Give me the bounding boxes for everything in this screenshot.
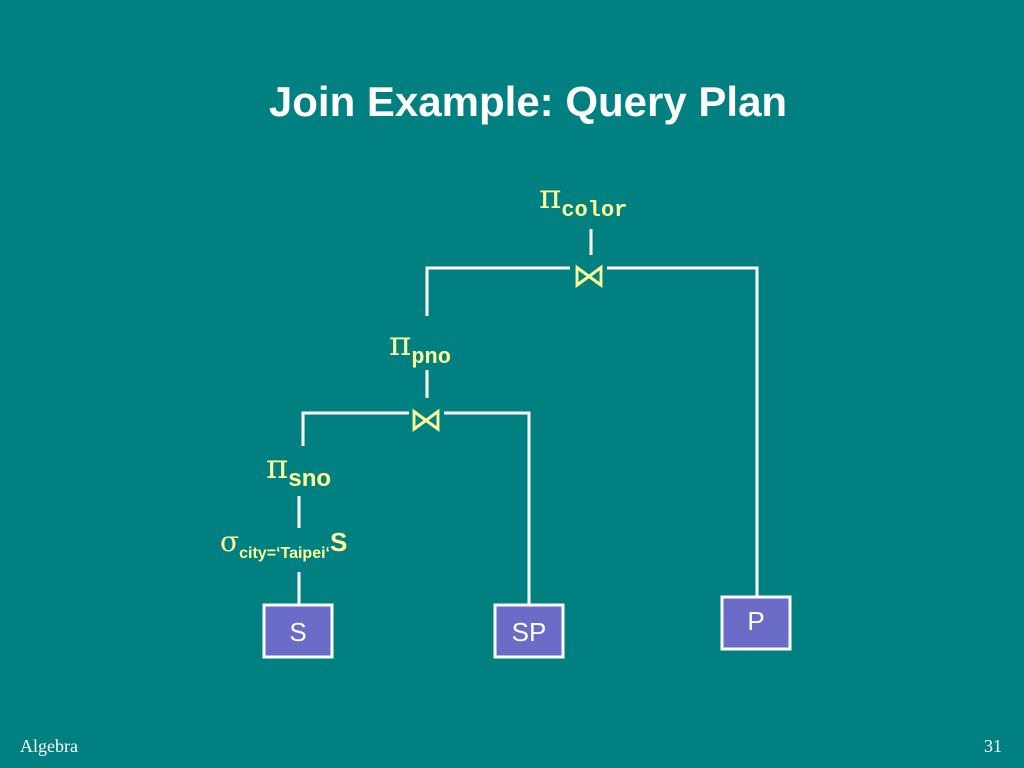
selection-condition: city=‘Taipei‘ <box>239 545 330 562</box>
page-number: 31 <box>984 736 1002 756</box>
pi-symbol: π <box>539 177 561 217</box>
pi-symbol: π <box>266 447 288 487</box>
sigma-symbol: σ <box>220 525 239 558</box>
relation-s: S <box>262 603 334 659</box>
projection-pno-subscript: pno <box>411 345 451 370</box>
projection-sno-subscript: sno <box>288 465 331 492</box>
edge-join-bottom-right-branch <box>444 411 531 605</box>
projection-color-subscript: color <box>561 198 627 223</box>
slide-title: Join Example: Query Plan <box>268 78 788 125</box>
relation-p: P <box>720 595 792 651</box>
footer-course-label: Algebra <box>20 736 78 756</box>
relation-s-label: S <box>289 617 306 647</box>
relation-sp-label: SP <box>512 617 547 647</box>
tree-edges <box>297 229 759 605</box>
edge-join-top-left-branch <box>425 266 570 316</box>
selection-node: σcity=‘Taipei‘S <box>220 525 347 562</box>
relation-s-box <box>262 603 334 659</box>
pi-symbol: π <box>389 324 411 364</box>
relation-p-label: P <box>747 606 764 636</box>
selection-operand: S <box>330 527 347 557</box>
join-top-node: ⋈ <box>572 256 606 296</box>
projection-color-node: πcolor <box>539 177 627 223</box>
edge-join-bottom-left-branch <box>301 411 409 446</box>
projection-pno-node: πpno <box>389 324 451 370</box>
relation-sp: SP <box>493 603 565 659</box>
relation-p-box <box>720 595 792 651</box>
projection-sno-node: πsno <box>266 447 331 492</box>
join-bottom-node: ⋈ <box>409 400 443 440</box>
edge-join-top-right-branch <box>607 266 759 598</box>
relation-sp-box <box>493 603 565 659</box>
